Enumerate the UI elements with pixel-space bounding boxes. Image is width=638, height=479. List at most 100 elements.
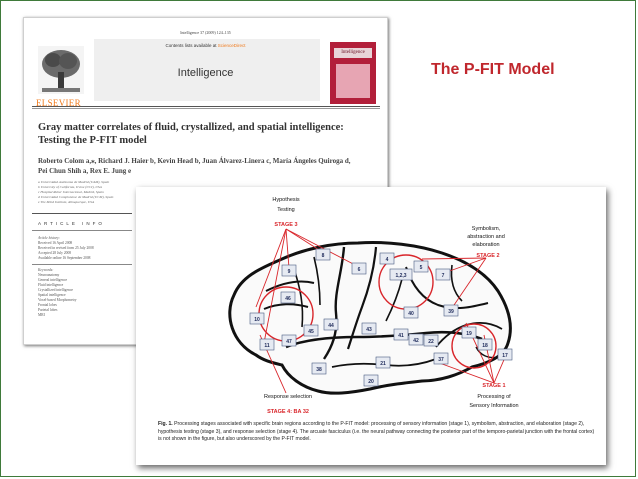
contents-line: Contents lists available at ScienceDirec…: [24, 43, 387, 48]
svg-text:1,2,3: 1,2,3: [395, 273, 406, 279]
brain-diagram: Hypothesis Testing STAGE 3 Symbolism, ab…: [228, 197, 519, 415]
brodmann-area-47: 47: [281, 334, 297, 347]
stage2-label: STAGE 2: [476, 253, 499, 259]
brodmann-area-40: 40: [403, 306, 419, 319]
article-info-heading: ARTICLE INFO: [38, 221, 105, 226]
paper-title-line: Gray matter correlates of fluid, crystal…: [38, 122, 344, 133]
processing-label: Processing of: [477, 394, 511, 400]
response-selection-label: Response selection: [264, 394, 312, 400]
contents-prefix: Contents lists available at: [165, 43, 217, 48]
brain-sulcus: [265, 280, 315, 292]
stage1-label: STAGE 1: [482, 383, 505, 389]
brodmann-area-9: 9: [281, 264, 297, 277]
sciencedirect-link: ScienceDirect: [217, 43, 246, 48]
brodmann-area-39: 39: [443, 304, 459, 317]
history-line: Article history:: [38, 236, 60, 240]
history-line: Received 16 April 2008: [38, 241, 73, 245]
elsevier-wordmark: ELSEVIER: [36, 98, 81, 108]
brodmann-area-22: 22: [423, 334, 439, 347]
svg-text:47: 47: [286, 339, 292, 345]
svg-text:18: 18: [482, 343, 488, 349]
symbolism-label: Symbolism,: [472, 226, 501, 232]
svg-text:10: 10: [254, 317, 260, 323]
brain-sulcus: [405, 266, 489, 310]
brodmann-area-6: 6: [351, 262, 367, 275]
cover-title: Intelligence: [334, 48, 372, 58]
svg-text:20: 20: [368, 379, 374, 385]
author-line: Pei Chun Shih a, Rex E. Jung e: [38, 167, 132, 175]
journal-cover-thumbnail: Intelligence: [330, 42, 376, 104]
keyword: Voxel-based Morphometry: [38, 298, 77, 302]
svg-text:9: 9: [288, 269, 291, 275]
brain-sulcus: [475, 346, 499, 359]
brodmann-area-7: 7: [435, 268, 451, 281]
brodmann-area-5: 5: [413, 260, 429, 273]
divider: [32, 230, 132, 231]
sensory-info-label: Sensory Information: [469, 403, 518, 409]
svg-text:41: 41: [398, 333, 404, 339]
keyword: Frontal lobes: [38, 303, 57, 307]
svg-text:42: 42: [413, 338, 419, 344]
keyword: Crystallized intelligence: [38, 288, 74, 292]
svg-text:19: 19: [466, 331, 472, 337]
svg-text:45: 45: [308, 329, 314, 335]
journal-citation: Intelligence 37 (2009) 124–135: [180, 30, 231, 35]
svg-text:44: 44: [328, 323, 334, 329]
brodmann-area-45: 45: [303, 324, 319, 337]
brain-sulcus: [450, 264, 463, 302]
paper-title: Gray matter correlates of fluid, crystal…: [38, 121, 383, 147]
divider: [32, 264, 132, 265]
svg-text:8: 8: [322, 253, 325, 259]
journal-name: Intelligence: [177, 67, 234, 79]
svg-text:22: 22: [428, 339, 434, 345]
keyword: Fluid intelligence: [38, 283, 64, 287]
svg-text:39: 39: [448, 309, 454, 315]
caption-text: Processing stages associated with specif…: [158, 421, 595, 443]
brodmann-area-42: 42: [408, 333, 424, 346]
brodmann-area-17: 17: [497, 348, 513, 361]
testing-label: Testing: [277, 207, 294, 213]
hypothesis-label: Hypothesis: [272, 197, 299, 203]
slide-title: The P-FIT Model: [431, 61, 555, 78]
divider: [32, 108, 380, 109]
history-line: Accepted 28 July 2008: [38, 251, 72, 255]
figure-caption: Fig. 1. Processing stages associated wit…: [158, 421, 596, 444]
svg-text:5: 5: [420, 265, 423, 271]
svg-text:40: 40: [408, 311, 414, 317]
svg-text:17: 17: [502, 353, 508, 359]
svg-text:11: 11: [264, 343, 270, 349]
keyword: Spatial intelligence: [38, 293, 66, 297]
divider: [32, 106, 380, 107]
brodmann-area-21: 21: [375, 356, 391, 369]
keyword: General intelligence: [38, 278, 68, 282]
brodmann-area-20: 20: [363, 374, 379, 387]
svg-text:43: 43: [366, 327, 372, 333]
brodmann-area-41: 41: [393, 328, 409, 341]
svg-text:7: 7: [442, 273, 445, 279]
brodmann-area-4: 4: [379, 252, 395, 265]
divider: [32, 213, 132, 214]
affiliation: b University of California, Irvine (UCI)…: [38, 185, 102, 189]
affiliation: a Universidad Autónoma de Madrid (UAM), …: [38, 180, 110, 184]
stage-circle: [451, 323, 497, 369]
keyword: Parietal lobes: [38, 308, 58, 312]
brodmann-area-44: 44: [323, 318, 339, 331]
brodmann-area-1-2-3: 1,2,3: [389, 268, 413, 281]
abstraction-label: abstraction and: [467, 234, 505, 240]
brodmann-area-18: 18: [477, 338, 493, 351]
brodmann-area-38: 38: [311, 362, 327, 375]
author-list: Roberto Colom a,⁎, Richard J. Haier b, K…: [38, 156, 383, 176]
author-line: Roberto Colom a,⁎, Richard J. Haier b, K…: [38, 157, 351, 165]
brain-sulcus: [263, 303, 309, 310]
brodmann-area-46: 46: [280, 291, 296, 304]
history-line: Available online 16 September 2008: [38, 256, 91, 260]
history-line: Received in revised form 25 July 2008: [38, 246, 94, 250]
elsevier-tree-logo: [38, 46, 84, 94]
brodmann-area-43: 43: [361, 322, 377, 335]
keyword: Neuroanatomy: [38, 273, 60, 277]
stage4-label: STAGE 4: BA 32: [267, 409, 309, 415]
brain-sulcus: [323, 246, 346, 360]
caption-label: Fig. 1.: [158, 421, 173, 427]
brain-sulcus: [285, 330, 483, 349]
